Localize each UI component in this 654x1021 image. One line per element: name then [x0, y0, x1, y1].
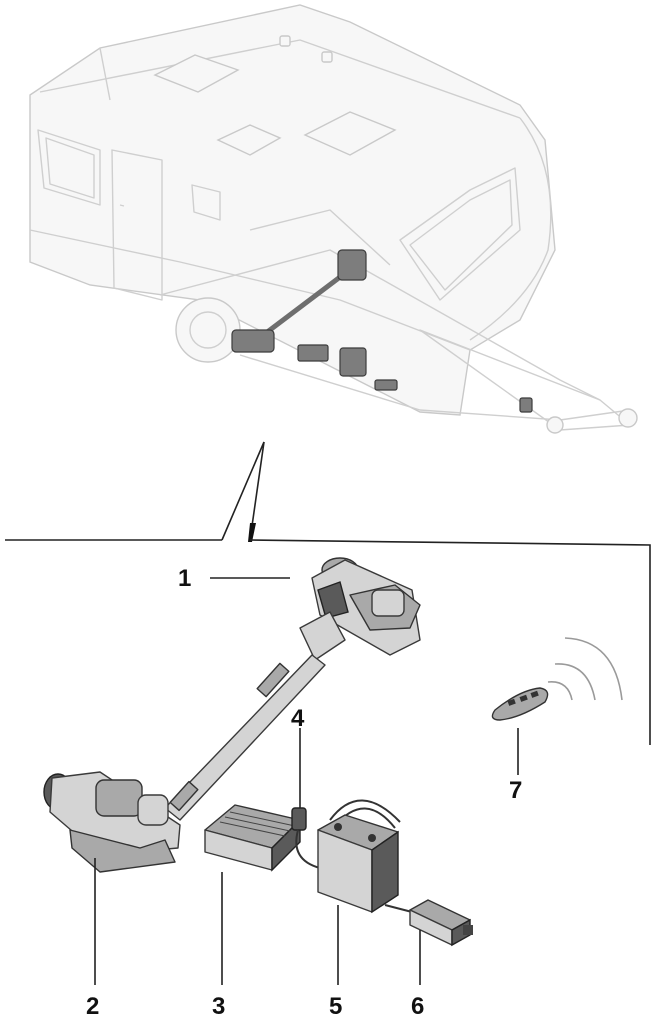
installed-mover-system	[231, 249, 533, 413]
caravan-outline	[29, 4, 638, 434]
battery	[317, 799, 401, 985]
callout-2: 2	[86, 993, 99, 1020]
callout-7: 7	[509, 777, 522, 804]
callout-3: 3	[212, 993, 225, 1020]
callout-5: 5	[329, 993, 342, 1020]
crossbar-tube	[164, 654, 326, 821]
mover-drive-unit-left	[43, 771, 181, 985]
callout-1: 1	[178, 565, 191, 592]
control-unit	[204, 804, 301, 985]
callout-6: 6	[411, 993, 424, 1020]
callout-4: 4	[291, 705, 305, 732]
mover-drive-unit-right	[299, 557, 421, 661]
remote-control	[491, 637, 623, 775]
zoom-callout	[5, 441, 651, 745]
isolator-switch	[384, 899, 473, 985]
